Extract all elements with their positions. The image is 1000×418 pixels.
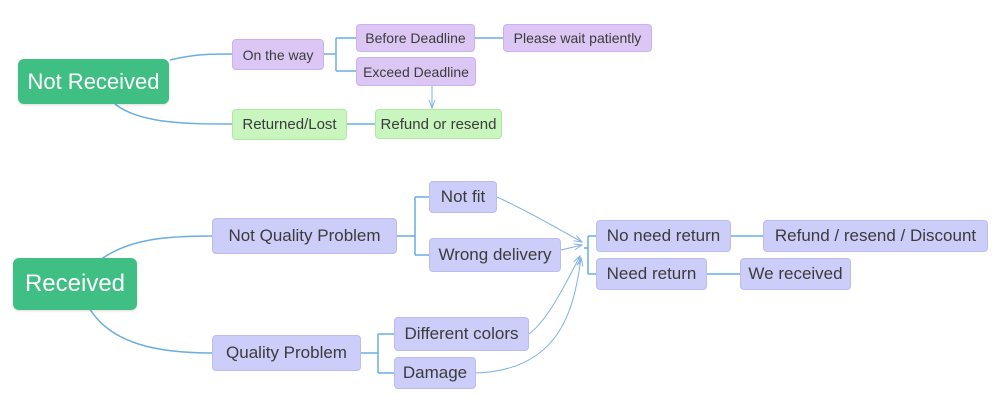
refund-resend-discount-label: Refund / resend / Discount bbox=[774, 226, 977, 245]
link-received-not-quality bbox=[99, 235, 213, 261]
we-received-node[interactable]: We received bbox=[740, 258, 851, 290]
returned-lost-node[interactable]: Returned/Lost bbox=[232, 109, 347, 140]
link-not-quality-fork bbox=[397, 196, 429, 256]
arrow-damage-to-result bbox=[475, 258, 581, 374]
before-deadline-label: Before Deadline bbox=[365, 30, 466, 46]
link-result-fork bbox=[584, 235, 596, 275]
quality-problem-node[interactable]: Quality Problem bbox=[212, 335, 361, 371]
received-root-label: Received bbox=[24, 270, 126, 297]
returned-lost-label: Returned/Lost bbox=[242, 116, 337, 133]
quality-problem-label: Quality Problem bbox=[226, 343, 347, 362]
arrow-wrong-delivery-to-result bbox=[560, 245, 582, 251]
no-need-return-node[interactable]: No need return bbox=[596, 220, 731, 252]
please-wait-label: Please wait patiently bbox=[513, 30, 642, 46]
different-colors-node[interactable]: Different colors bbox=[394, 317, 529, 351]
refund-or-resend-label: Refund or resend bbox=[380, 115, 497, 133]
wrong-delivery-node[interactable]: Wrong delivery bbox=[429, 238, 561, 272]
different-colors-label: Different colors bbox=[404, 324, 519, 343]
link-received-quality bbox=[87, 305, 213, 354]
not-quality-problem-label: Not Quality Problem bbox=[228, 226, 381, 245]
before-deadline-node[interactable]: Before Deadline bbox=[356, 24, 475, 52]
not-received-root[interactable]: Not Received bbox=[18, 59, 169, 104]
refund-resend-discount-node[interactable]: Refund / resend / Discount bbox=[763, 220, 988, 252]
not-quality-problem-node[interactable]: Not Quality Problem bbox=[212, 218, 397, 254]
we-received-label: We received bbox=[748, 264, 843, 283]
not-received-root-label: Not Received bbox=[27, 68, 160, 94]
refund-or-resend-node[interactable]: Refund or resend bbox=[375, 109, 502, 139]
link-not-received-returned-lost bbox=[114, 103, 233, 125]
exceed-deadline-node[interactable]: Exceed Deadline bbox=[356, 57, 476, 86]
please-wait-node[interactable]: Please wait patiently bbox=[503, 24, 652, 52]
damage-node[interactable]: Damage bbox=[394, 357, 476, 389]
wrong-delivery-label: Wrong delivery bbox=[438, 245, 552, 264]
received-root[interactable]: Received bbox=[13, 258, 137, 310]
exceed-deadline-label: Exceed Deadline bbox=[363, 63, 469, 80]
link-on-the-way-fork bbox=[324, 37, 356, 72]
damage-label: Damage bbox=[402, 363, 468, 382]
not-fit-label: Not fit bbox=[440, 187, 486, 206]
arrow-not-fit-to-result bbox=[496, 196, 582, 242]
link-not-received-on-the-way bbox=[169, 53, 233, 61]
no-need-return-label: No need return bbox=[606, 226, 721, 245]
link-quality-fork bbox=[361, 333, 394, 374]
on-the-way-node[interactable]: On the way bbox=[232, 39, 324, 70]
on-the-way-label: On the way bbox=[242, 46, 314, 63]
need-return-label: Need return bbox=[606, 264, 697, 283]
arrow-different-colors-to-result bbox=[528, 256, 580, 335]
need-return-node[interactable]: Need return bbox=[596, 258, 707, 290]
not-fit-node[interactable]: Not fit bbox=[429, 181, 497, 213]
